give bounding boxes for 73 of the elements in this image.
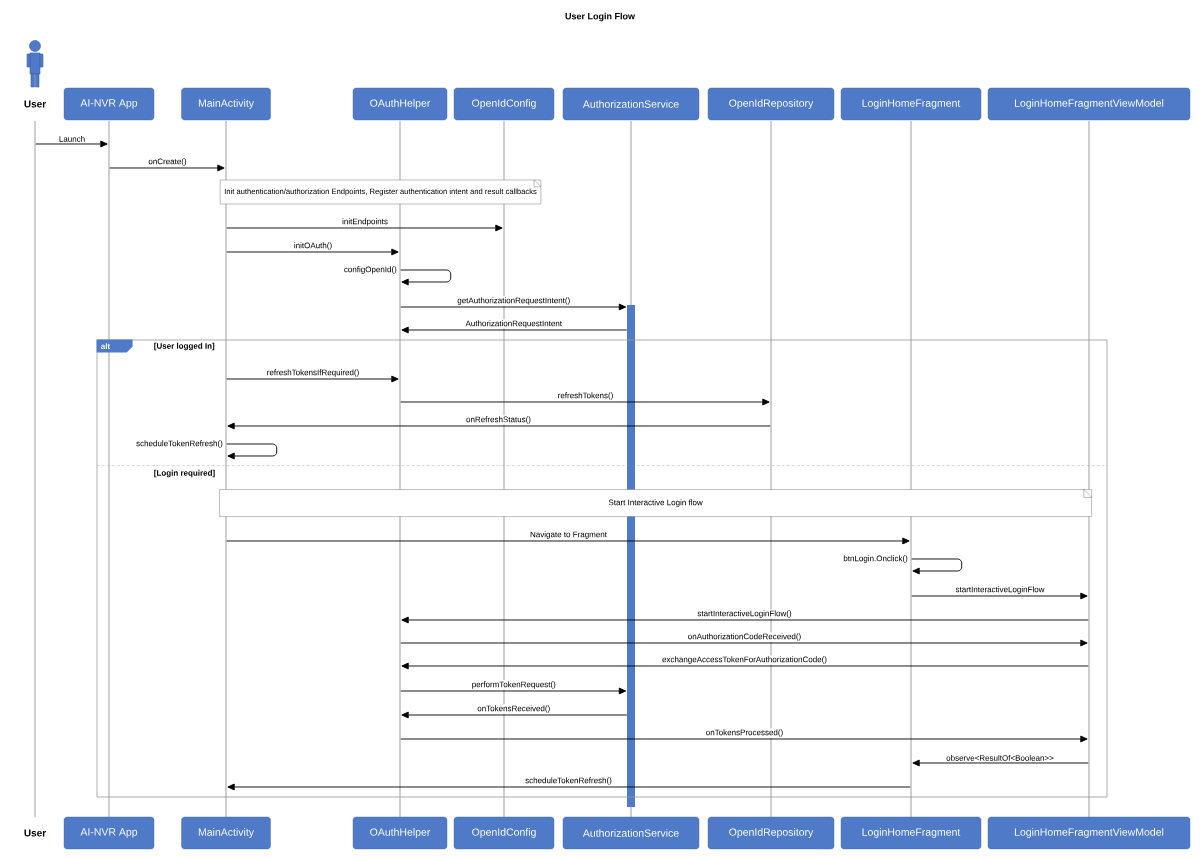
message-label: startInteractiveLoginFlow bbox=[954, 585, 1046, 595]
participant-box: LoginHomeFragment bbox=[840, 87, 982, 121]
message-label: getAuthorizationRequestIntent() bbox=[456, 296, 572, 306]
message-label: performTokenRequest() bbox=[470, 680, 557, 690]
message-label: Navigate to Fragment bbox=[529, 530, 608, 540]
message-arrow bbox=[400, 639, 1088, 647]
self-message-arrow bbox=[400, 269, 452, 286]
participant-box: AuthorizationService bbox=[562, 87, 700, 121]
participant-box: AI-NVR App bbox=[63, 816, 155, 850]
participant-box: LoginHomeFragmentViewModel bbox=[987, 87, 1191, 121]
participant-box: OpenIdConfig bbox=[453, 816, 555, 850]
message-arrow bbox=[226, 248, 399, 256]
participant-box: MainActivity bbox=[181, 87, 271, 121]
message-label: refreshTokensIfRequired() bbox=[265, 368, 361, 378]
guard-label: [Login required] bbox=[154, 469, 215, 478]
participant-box: AuthorizationService bbox=[562, 816, 700, 850]
lifeline bbox=[910, 121, 912, 817]
message-arrow bbox=[226, 375, 399, 383]
message-arrow bbox=[227, 783, 911, 791]
self-message-arrow bbox=[226, 443, 278, 460]
message-label: onTokensReceived() bbox=[476, 704, 552, 714]
message-arrow bbox=[109, 164, 225, 172]
message-label: onCreate() bbox=[147, 157, 188, 167]
lifeline bbox=[108, 121, 110, 817]
message-label: scheduleTokenRefresh() bbox=[135, 439, 224, 449]
message-arrow bbox=[401, 326, 628, 334]
message-label: AuthorizationRequestIntent bbox=[464, 319, 563, 329]
participant-box: MainActivity bbox=[181, 816, 271, 850]
participant-box: OpenIdRepository bbox=[707, 87, 835, 121]
message-label: btnLogin.Onclick() bbox=[842, 554, 909, 564]
message-label: scheduleTokenRefresh() bbox=[524, 776, 613, 786]
message-label: Launch bbox=[57, 134, 87, 143]
message-label: initEndpoints bbox=[341, 217, 389, 227]
diagram-title: User Login Flow bbox=[565, 12, 636, 22]
message-label: refreshTokens() bbox=[556, 391, 615, 401]
message-label: startInteractiveLoginFlow() bbox=[696, 609, 793, 619]
message-arrow bbox=[400, 303, 627, 311]
message-arrow bbox=[912, 759, 1089, 767]
participant-box: OAuthHelper bbox=[352, 87, 448, 121]
message-label: configOpenId() bbox=[342, 265, 398, 275]
participant-box: OpenIdRepository bbox=[707, 816, 835, 850]
message-label: exchangeAccessTokenForAuthorizationCode() bbox=[661, 655, 828, 665]
message-arrow bbox=[400, 398, 770, 406]
note-box: Start Interactive Login flow bbox=[219, 489, 1092, 517]
participant-box: LoginHomeFragment bbox=[840, 816, 982, 850]
lifeline bbox=[1088, 121, 1090, 817]
message-arrow bbox=[401, 711, 628, 719]
lifeline bbox=[34, 121, 36, 817]
message-arrow bbox=[400, 687, 627, 695]
message-arrow bbox=[226, 537, 910, 545]
message-arrow bbox=[911, 592, 1088, 600]
actor-label: User bbox=[24, 100, 46, 108]
lifeline bbox=[770, 121, 772, 817]
message-label: onAuthorizationCodeReceived() bbox=[686, 632, 803, 642]
lifeline bbox=[225, 121, 227, 817]
message-label: onRefreshStatus() bbox=[465, 415, 532, 425]
participant-box: OAuthHelper bbox=[352, 816, 448, 850]
message-arrow bbox=[400, 735, 1088, 743]
message-arrow bbox=[226, 224, 503, 232]
message-arrow bbox=[401, 662, 1089, 670]
message-label: onTokensProcessed() bbox=[704, 728, 785, 738]
self-message-arrow bbox=[911, 558, 963, 575]
message-label: observe<ResultOf<Boolean>> bbox=[945, 753, 1055, 762]
message-arrow bbox=[35, 140, 108, 148]
participant-box: OpenIdConfig bbox=[453, 87, 555, 121]
guard-label: [User logged In] bbox=[154, 342, 215, 351]
lifeline bbox=[399, 121, 401, 817]
message-arrow bbox=[401, 616, 1089, 624]
participant-box: AI-NVR App bbox=[63, 87, 155, 121]
participant-box: LoginHomeFragmentViewModel bbox=[987, 816, 1191, 850]
actor-label: User bbox=[24, 829, 46, 837]
message-arrow bbox=[227, 422, 771, 430]
message-label: initOAuth() bbox=[292, 241, 334, 251]
